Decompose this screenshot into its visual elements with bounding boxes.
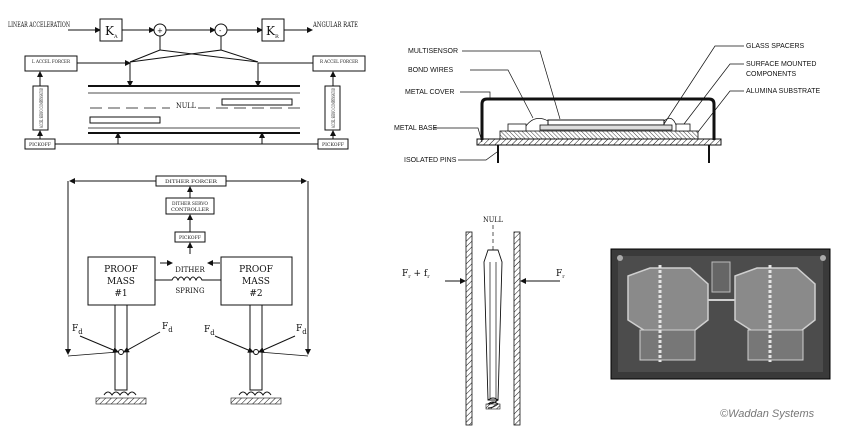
ground-1 [95,397,147,405]
isolated-pins-label: ISOLATED PINS [404,157,457,164]
drive-to-pivot-2 [258,351,309,357]
leader-glass [663,45,744,125]
fd-label-1: Fd [72,324,83,336]
drive-to-pivot-1 [67,351,119,357]
comb-drive-2 [747,329,804,361]
wire-left-up [129,36,161,63]
linear-acceleration-label: LINEAR ACCELERATION [8,21,70,29]
comb-drive-1 [639,329,696,361]
channel-wall-right [513,231,521,426]
ground-2 [230,397,282,405]
dither-pickoff-label: PICKOFF [179,235,201,241]
wire-left-cross [129,36,222,63]
force-1-left [79,335,119,353]
fd-label-2: Fd [162,322,173,334]
dither-forcer-label: DITHER FORCER [165,179,217,185]
surface-mounted-label-2: COMPONENTS [746,71,797,78]
smd-right [675,123,691,132]
right-servo-label: ACCEL SERVO COMPENSATOR [331,88,337,129]
metal-base-shape [476,138,722,146]
right-pickoff-label: PICKOFF [322,142,344,148]
wire-right-cross [159,49,259,63]
proof-mass-2 [220,256,293,306]
photo-corner-pad-1 [617,255,623,261]
gyro-null-label: NULL [176,102,196,110]
proof-mass-1-label-c: #1 [114,289,127,299]
force-right-label: Fr [556,269,565,280]
alumina-substrate-shape [499,130,699,140]
plus-sign: + [157,27,163,35]
fd-label-3: Fd [204,325,215,337]
minus-sign: - [219,27,222,35]
left-servo-label: ACCEL SERVO COMPENSATOR [39,88,45,129]
proof-mass-2-label-b: MASS [242,277,270,287]
beam-outline [483,249,503,401]
post-2 [249,304,263,391]
proof-mass-1-label-b: MASS [107,277,135,287]
photo-corner-pad-2 [820,255,826,261]
gyro-block-diagram: LINEAR ACCELERATION KA + - KR ANGULAR RA… [8,18,366,150]
mass-structure-2 [734,267,816,335]
left-proof-mass-plate [89,116,161,124]
proof-mass-1 [87,256,156,306]
leader-alumina [697,90,744,133]
left-pickoff-label: PICKOFF [29,142,51,148]
metal-base-label: METAL BASE [394,125,438,132]
bond-wire-left [525,118,549,127]
beam-diagram: NULL Fr + fr Fr [402,216,565,426]
fd-label-4: Fd [296,324,307,336]
post-1 [114,304,128,391]
leader-metal-cover [460,91,491,99]
pivot-2 [253,349,259,355]
proof-mass-2-label-a: PROOF [239,265,273,275]
dither-servo-label-2: CONTROLLER [171,207,209,213]
dither-spring [155,276,221,282]
force-2-right [258,335,296,353]
dither-label-b: SPRING [175,287,205,295]
dither-diagram: DITHER FORCER DITHER SERVO CONTROLLER PI… [65,175,311,405]
alumina-substrate-label: ALUMINA SUBSTRATE [746,88,820,95]
right-proof-mass-plate [221,98,293,106]
leader-metal-base [434,127,483,143]
leader-bond-wires [470,69,534,119]
photo-center-pad [711,261,731,293]
package-cross-section: MULTISENSOR BOND WIRES METAL COVER METAL… [394,43,820,164]
left-accel-forcer-label: L ACCEL FORCER [32,59,70,65]
beam-null-label: NULL [483,216,503,224]
k2-label: KR [266,24,279,40]
leader-multisensor [462,50,561,120]
beam-anchor [485,403,501,410]
copyright-text: ©Waddan Systems [720,408,815,420]
right-accel-forcer-label: R ACCEL FORCER [320,59,358,65]
proof-mass-2-label-c: #2 [249,289,262,299]
force-2-left [214,335,254,353]
metal-cover-label: METAL COVER [405,89,454,96]
mass-structure-1 [627,267,709,335]
channel-wall-left [465,231,473,426]
metal-cover-shape [480,97,716,140]
proof-mass-1-label-a: PROOF [104,265,138,275]
base-spring-1 [103,391,137,396]
force-1-right [123,331,161,353]
sensor-die-photo [610,248,831,380]
leader-smd [683,63,744,125]
force-left-label: Fr + fr [402,269,430,280]
base-spring-2 [238,391,272,396]
multisensor-label: MULTISENSOR [408,48,458,55]
surface-mounted-label-1: SURFACE MOUNTED [746,61,816,68]
pivot-1 [118,349,124,355]
glass-spacers-label: GLASS SPACERS [746,43,805,50]
bond-wires-label: BOND WIRES [408,67,453,74]
angular-rate-label: ANGULAR RATE [312,21,358,29]
dither-label-a: DITHER [175,266,205,274]
multisensor-die [547,119,665,126]
bond-wire-right [663,117,677,126]
wire-right-up [220,49,259,63]
leader-pins [458,151,498,161]
dither-servo-label-1: DITHER SERVO [172,201,208,207]
glass-spacer [539,124,673,131]
smd-left [507,123,527,132]
k1-label: KA [105,24,118,40]
